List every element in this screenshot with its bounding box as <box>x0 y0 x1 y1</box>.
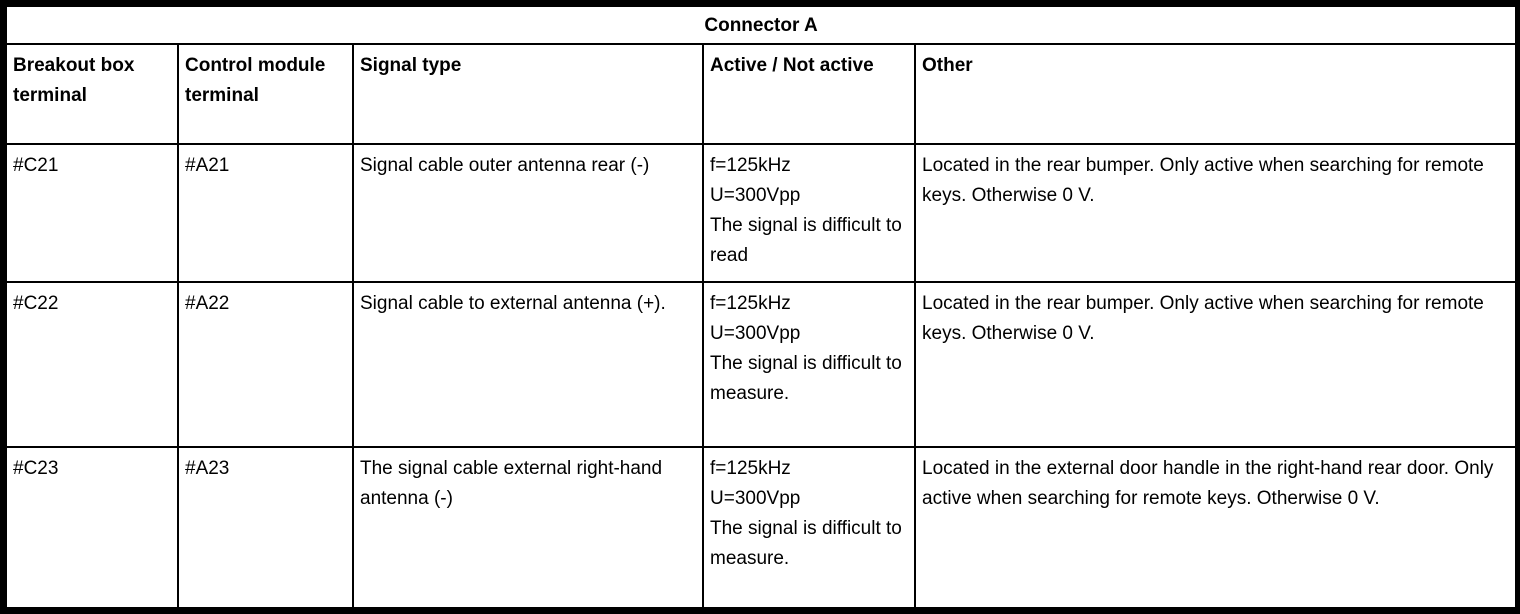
cell-breakout-terminal: #C23 <box>5 445 179 610</box>
col-header-active-not-active: Active / Not active <box>702 43 916 145</box>
table-row: #C23 #A23 The signal cable external righ… <box>5 445 1518 610</box>
table-title: Connector A <box>4 5 1518 45</box>
col-header-signal-type: Signal type <box>352 43 704 145</box>
table-row: #C22 #A22 Signal cable to external anten… <box>5 281 1518 448</box>
cell-signal-type: Signal cable to external antenna (+). <box>352 281 704 448</box>
cell-breakout-terminal: #C21 <box>5 142 179 284</box>
col-header-other: Other <box>913 43 1518 145</box>
connector-a-table: Connector A Breakout box terminal Contro… <box>4 5 1518 610</box>
cell-control-terminal: #A23 <box>177 445 354 610</box>
cell-other: Located in the rear bumper. Only active … <box>913 281 1518 448</box>
table-row: #C21 #A21 Signal cable outer antenna rea… <box>5 142 1518 284</box>
table-title-row: Connector A <box>4 5 1518 45</box>
col-header-control-module-terminal: Control module terminal <box>177 43 354 145</box>
cell-other: Located in the rear bumper. Only active … <box>913 142 1518 284</box>
cell-control-terminal: #A21 <box>177 142 354 284</box>
cell-signal-type: The signal cable external right-hand ant… <box>352 445 704 610</box>
cell-active-not-active: f=125kHz U=300Vpp The signal is difficul… <box>702 445 916 610</box>
cell-active-not-active: f=125kHz U=300Vpp The signal is difficul… <box>702 281 916 448</box>
cell-control-terminal: #A22 <box>177 281 354 448</box>
col-header-breakout-box-terminal: Breakout box terminal <box>5 43 179 145</box>
cell-signal-type: Signal cable outer antenna rear (-) <box>352 142 704 284</box>
cell-other: Located in the external door handle in t… <box>913 445 1518 610</box>
cell-active-not-active: f=125kHz U=300Vpp The signal is difficul… <box>702 142 916 284</box>
cell-breakout-terminal: #C22 <box>5 281 179 448</box>
table-header-row: Breakout box terminal Control module ter… <box>5 43 1518 145</box>
